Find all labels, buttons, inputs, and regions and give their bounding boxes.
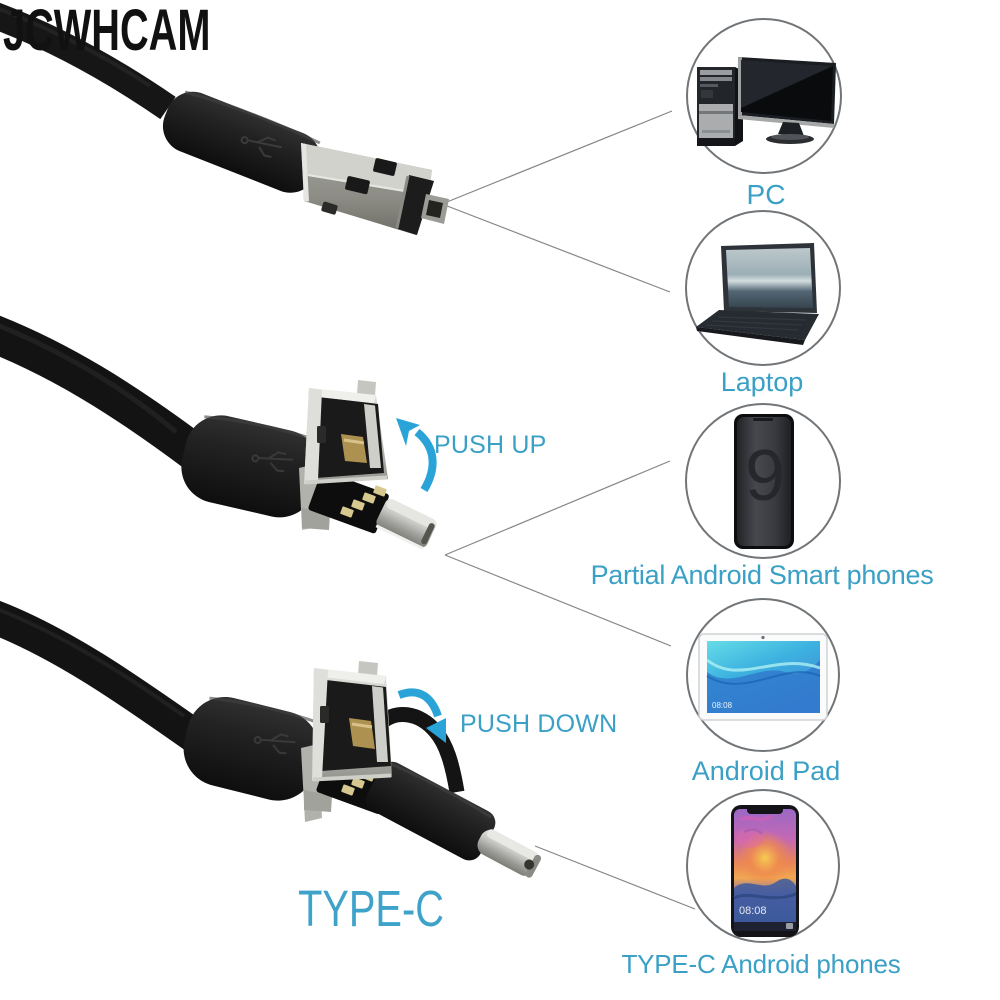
svg-text:08:08: 08:08 [739, 905, 767, 917]
svg-text:08:08: 08:08 [712, 701, 733, 710]
svg-text:PUSH DOWN: PUSH DOWN [460, 710, 617, 738]
svg-text:PUSH UP: PUSH UP [434, 431, 547, 459]
svg-text:PC: PC [747, 179, 786, 210]
svg-text:TYPE-C Android phones: TYPE-C Android phones [621, 949, 900, 979]
svg-text:Partial Android Smart phones: Partial Android Smart phones [591, 560, 934, 590]
svg-text:Laptop: Laptop [721, 367, 804, 397]
svg-text:TYPE-C: TYPE-C [298, 880, 444, 937]
svg-text:9: 9 [745, 436, 785, 516]
svg-text:JCWHCAM: JCWHCAM [3, 0, 210, 63]
svg-text:Android Pad: Android Pad [692, 756, 841, 786]
